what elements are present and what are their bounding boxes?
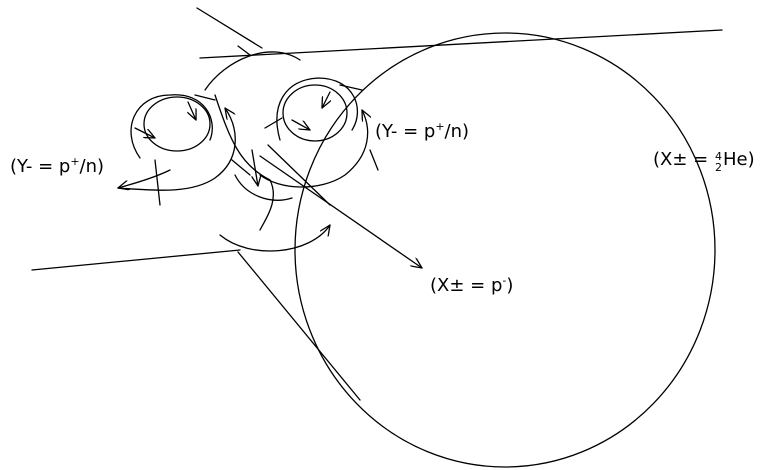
arrow-to-p-minus xyxy=(259,155,423,269)
label-left-y: (Y- = p+/n) xyxy=(10,155,105,177)
right-small-circle xyxy=(282,84,348,142)
tube-mid-arc xyxy=(234,174,293,201)
large-circle xyxy=(294,32,716,468)
label-right-y: (Y- = p+/n) xyxy=(375,120,470,142)
diagonal-line-top xyxy=(196,7,263,49)
right-vortex-lower xyxy=(259,109,368,188)
tube-body xyxy=(214,94,275,231)
cone-line-left xyxy=(237,251,361,401)
left-vortex-lower xyxy=(117,107,236,191)
top-tangent-line xyxy=(199,29,723,59)
left-small-circle xyxy=(143,96,211,152)
right-vortex-outer xyxy=(276,77,359,141)
left-vortex-outer xyxy=(130,94,213,159)
left-vortex-top xyxy=(204,51,301,91)
tube-bottom-arc xyxy=(219,224,331,252)
bottom-tangent-line xyxy=(31,249,241,271)
label-x-p-minus: (X± = p-) xyxy=(430,274,514,296)
